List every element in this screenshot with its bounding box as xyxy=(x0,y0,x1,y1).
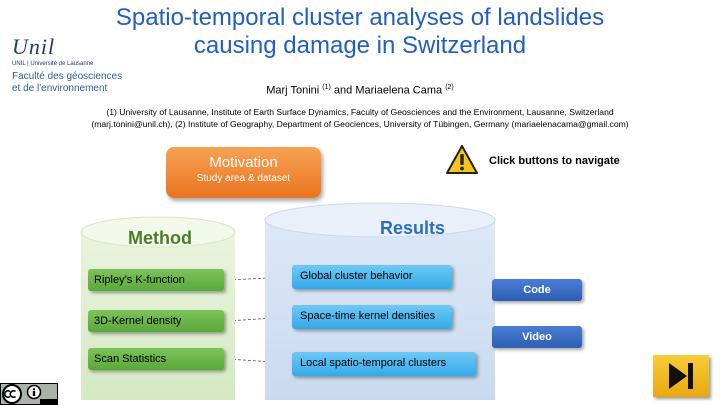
author-1-affil: (1) xyxy=(322,84,331,91)
results-label: Results xyxy=(380,218,446,238)
3d-kernel-density-button[interactable]: 3D-Kernel density xyxy=(88,310,224,332)
logo-faculty-line-2: et de l'environnement xyxy=(12,83,108,94)
local-spatio-temporal-clusters-button[interactable]: Local spatio-temporal clusters xyxy=(292,352,476,376)
scan-statistics-button[interactable]: Scan Statistics xyxy=(88,348,224,370)
next-slide-button[interactable] xyxy=(653,355,709,397)
logo-faculty-line-1: Faculté des géosciences xyxy=(12,71,123,82)
space-time-kernel-densities-button[interactable]: Space-time kernel densities xyxy=(292,305,452,329)
motivation-subtitle: Study area & dataset xyxy=(196,173,291,184)
video-button[interactable]: Video xyxy=(492,326,582,348)
page-title: Spatio-temporal cluster analyses of land… xyxy=(0,4,720,60)
authors: Marj Tonini (1) and Mariaelena Cama (2) xyxy=(0,84,720,97)
affiliations: (1) University of Lausanne, Institute of… xyxy=(0,107,720,130)
next-slide-icon xyxy=(669,363,693,389)
author-1: Marj Tonini xyxy=(266,84,320,97)
motivation-title: Motivation xyxy=(209,154,278,171)
logo-wordmark: Unil xyxy=(12,34,56,59)
author-2-affil: (2) xyxy=(445,84,454,91)
motivation-button[interactable]: Motivation Study area & dataset xyxy=(166,147,321,198)
global-cluster-behavior-button[interactable]: Global cluster behavior xyxy=(292,265,452,289)
logo-university: UNIL | Université de Lausanne xyxy=(12,61,94,67)
method-label: Method xyxy=(128,228,192,248)
affiliation-line-2: (marj.tonini@unil.ch), (2) Institute of … xyxy=(91,118,629,129)
ripley-k-function-button[interactable]: Ripley’s K-function xyxy=(88,269,224,291)
unil-logo: Unil UNIL | Université de Lausanne Facul… xyxy=(12,36,152,95)
author-2: Mariaelena Cama xyxy=(355,84,443,97)
navigation-hint: Click buttons to navigate xyxy=(489,155,620,167)
logo-faculty: Faculté des géosciences et de l'environn… xyxy=(12,71,152,95)
code-button[interactable]: Code xyxy=(492,279,582,301)
authors-connector: and xyxy=(330,84,356,97)
cc-by-icon xyxy=(0,383,58,405)
affiliation-line-1: (1) University of Lausanne, Institute of… xyxy=(106,107,614,117)
title-line-2: causing damage in Switzerland xyxy=(193,32,527,59)
warning-icon xyxy=(446,145,478,174)
title-line-1: Spatio-temporal cluster analyses of land… xyxy=(115,4,605,31)
